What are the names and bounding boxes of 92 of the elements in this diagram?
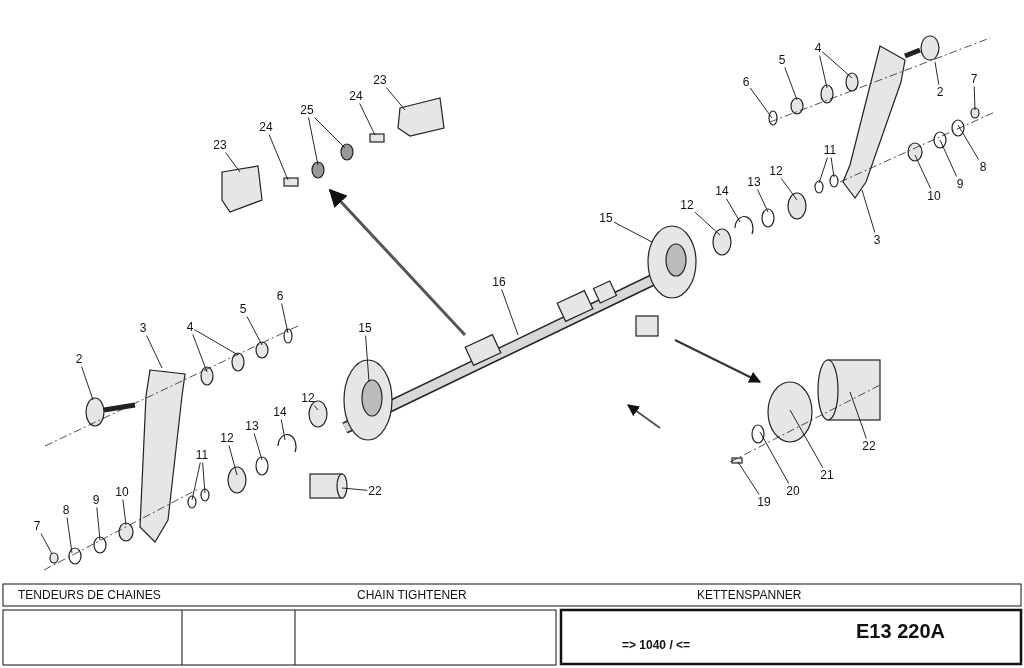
callout-number: 12 bbox=[769, 164, 783, 178]
callout-number: 15 bbox=[599, 211, 613, 225]
callout-number: 6 bbox=[742, 75, 750, 89]
leader-line bbox=[725, 198, 741, 223]
leader-line bbox=[914, 154, 931, 189]
leader-line bbox=[268, 134, 289, 181]
drawing-number: E13 220A bbox=[856, 620, 945, 643]
leader-line bbox=[957, 124, 980, 161]
callout-number: 21 bbox=[820, 468, 834, 482]
leader-line bbox=[861, 189, 876, 233]
leader-line bbox=[830, 157, 835, 178]
leader-line bbox=[253, 433, 263, 461]
leader-line bbox=[821, 51, 853, 79]
leader-line bbox=[96, 507, 101, 541]
callout-number: 24 bbox=[259, 120, 273, 134]
leader-line bbox=[281, 303, 289, 334]
callout-number: 15 bbox=[358, 321, 372, 335]
callout-number: 9 bbox=[956, 177, 964, 191]
leader-line bbox=[225, 152, 241, 173]
leader-line bbox=[246, 316, 263, 346]
leader-line bbox=[694, 211, 721, 236]
callout-number: 4 bbox=[186, 320, 194, 334]
leader-line bbox=[122, 499, 127, 526]
callout-number: 5 bbox=[778, 53, 786, 67]
leader-line bbox=[784, 67, 798, 101]
callout-number: 14 bbox=[273, 405, 287, 419]
leader-line bbox=[749, 87, 773, 119]
callout-number: 22 bbox=[862, 439, 876, 453]
callout-number: 10 bbox=[115, 485, 129, 499]
callout-number: 16 bbox=[492, 275, 506, 289]
leader-line bbox=[818, 157, 828, 184]
callout-number: 7 bbox=[970, 72, 978, 86]
serial-range-text: => 1040 / <= bbox=[622, 638, 691, 652]
callout-number: 12 bbox=[301, 391, 315, 405]
callout-number: 23 bbox=[213, 138, 227, 152]
callout-number: 20 bbox=[786, 484, 800, 498]
leader-line bbox=[81, 366, 94, 401]
leader-line bbox=[934, 61, 940, 85]
callout-number: 10 bbox=[927, 189, 941, 203]
leader-line bbox=[280, 419, 286, 441]
leader-line bbox=[819, 55, 828, 89]
leader-line bbox=[789, 409, 824, 468]
leader-line bbox=[780, 178, 798, 201]
callout-number: 2 bbox=[936, 85, 944, 99]
callout-number: 4 bbox=[814, 41, 822, 55]
callout-number: 11 bbox=[195, 448, 209, 462]
leader-line bbox=[757, 189, 769, 213]
leader-line bbox=[759, 431, 790, 484]
title-text: TENDEURS DE CHAINES bbox=[18, 588, 161, 602]
callout-number: 3 bbox=[139, 321, 147, 335]
leader-line bbox=[314, 117, 346, 149]
callout-number: 7 bbox=[33, 519, 41, 533]
leader-line bbox=[228, 445, 238, 476]
callout-number: 9 bbox=[92, 493, 100, 507]
callout-number: 8 bbox=[979, 160, 987, 174]
title-text: KETTENSPANNER bbox=[697, 588, 802, 602]
callout-number: 19 bbox=[757, 495, 771, 509]
leader-line bbox=[365, 335, 370, 383]
callout-number: 25 bbox=[300, 103, 314, 117]
leader-line bbox=[40, 533, 53, 555]
leader-line bbox=[973, 86, 976, 111]
callout-number: 8 bbox=[62, 503, 70, 517]
leader-line bbox=[66, 517, 73, 554]
callout-number: 12 bbox=[680, 198, 694, 212]
callout-number: 11 bbox=[823, 143, 837, 157]
leader-line bbox=[308, 117, 319, 166]
callout-number: 24 bbox=[349, 89, 363, 103]
leader-line bbox=[939, 139, 958, 177]
leader-line bbox=[359, 103, 376, 136]
callout-number: 14 bbox=[715, 184, 729, 198]
leader-line bbox=[191, 462, 201, 501]
leader-line bbox=[849, 391, 867, 439]
leader-line bbox=[341, 487, 368, 491]
leader-line bbox=[313, 405, 319, 411]
callout-number: 3 bbox=[873, 233, 881, 247]
leader-line bbox=[501, 289, 519, 336]
callout-number: 6 bbox=[276, 289, 284, 303]
callout-number: 12 bbox=[220, 431, 234, 445]
leader-line bbox=[192, 334, 208, 373]
callout-number: 22 bbox=[368, 484, 382, 498]
callout-number: 5 bbox=[239, 302, 247, 316]
title-text: CHAIN TIGHTENER bbox=[357, 588, 467, 602]
leader-line bbox=[613, 221, 653, 243]
leader-line bbox=[385, 87, 406, 111]
leader-line bbox=[146, 335, 163, 369]
leader-line bbox=[193, 329, 239, 356]
leader-line bbox=[202, 462, 206, 494]
callout-number: 2 bbox=[75, 352, 83, 366]
callout-number: 13 bbox=[747, 175, 761, 189]
callout-number: 13 bbox=[245, 419, 259, 433]
callout-number: 23 bbox=[373, 73, 387, 87]
leader-line bbox=[737, 461, 760, 495]
